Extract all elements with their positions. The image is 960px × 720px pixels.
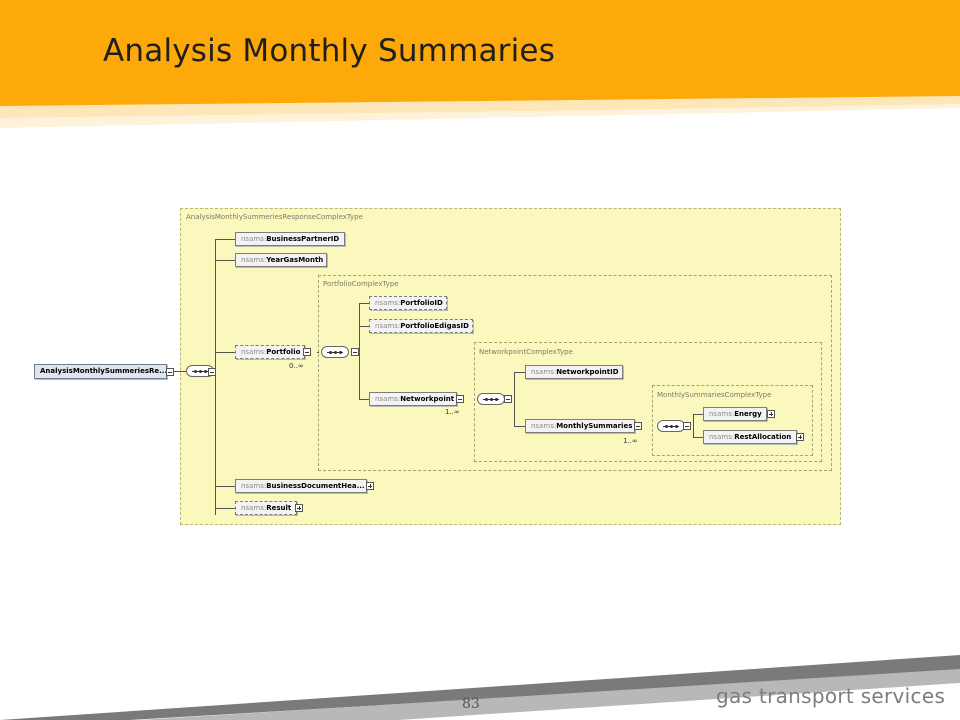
monthly-type-box: MonthlySummariesComplexType [652, 385, 813, 456]
slide-title: Analysis Monthly Summaries [103, 33, 556, 69]
element-name: NetworkpointID [556, 368, 619, 376]
element-result[interactable]: nsams:Result [235, 501, 297, 515]
namespace-prefix: nsams: [531, 368, 557, 376]
namespace-prefix: nsams: [709, 433, 735, 441]
connector [215, 352, 235, 353]
header-swoosh [0, 96, 960, 128]
expand-icon[interactable] [767, 410, 775, 418]
collapse-icon[interactable] [634, 422, 642, 430]
header-bar [0, 0, 960, 128]
connector [359, 303, 369, 304]
cardinality-portfolio: 0..∞ [289, 362, 304, 370]
sequence-compositor-icon [657, 420, 685, 432]
namespace-prefix: nsams: [375, 322, 401, 330]
collapse-icon[interactable] [351, 348, 359, 356]
connector [317, 352, 319, 353]
element-rest-allocation[interactable]: nsams:RestAllocation [703, 430, 797, 444]
element-name: MonthlySummaries [556, 422, 633, 430]
connector [215, 239, 235, 240]
collapse-icon[interactable] [504, 395, 512, 403]
portfolio-type-box: PortfolioComplexType [318, 275, 832, 471]
page-number: 83 [462, 696, 480, 712]
connector [693, 437, 703, 438]
collapse-icon[interactable] [208, 368, 216, 376]
namespace-prefix: nsams: [241, 504, 267, 512]
element-business-partner-id[interactable]: nsams:BusinessPartnerID [235, 232, 345, 246]
expand-icon[interactable] [796, 433, 804, 441]
connector [514, 426, 525, 427]
namespace-prefix: nsams: [531, 422, 557, 430]
element-name: BusinessDocumentHea... [266, 482, 365, 490]
connector [514, 372, 515, 427]
namespace-prefix: nsams: [709, 410, 735, 418]
element-portfolio[interactable]: nsams:Portfolio [235, 345, 305, 359]
collapse-icon[interactable] [683, 422, 691, 430]
footer-swoosh [0, 655, 960, 720]
connector [359, 303, 360, 400]
networkpoint-type-box: NetworkpointComplexType [474, 342, 822, 462]
element-networkpoint-id[interactable]: nsams:NetworkpointID [525, 365, 623, 379]
root-element[interactable]: AnalysisMonthlySummeriesRe... [34, 364, 167, 379]
element-name: PortfolioEdigasID [400, 322, 469, 330]
connector [174, 371, 186, 372]
element-name: Result [266, 504, 292, 512]
root-element-name: AnalysisMonthlySummeriesRe... [40, 367, 167, 375]
connector [693, 414, 694, 437]
collapse-icon[interactable] [456, 395, 464, 403]
element-energy[interactable]: nsams:Energy [703, 407, 767, 421]
namespace-prefix: nsams: [241, 348, 267, 356]
collapse-icon[interactable] [166, 368, 174, 376]
connector-trunk [215, 239, 216, 515]
namespace-prefix: nsams: [241, 256, 267, 264]
element-portfolio-id[interactable]: nsams:PortfolioID [369, 296, 447, 310]
connector [215, 486, 235, 487]
element-name: Networkpoint [400, 395, 455, 403]
element-name: Portfolio [266, 348, 301, 356]
schema-diagram: AnalysisMonthlySummeriesResponseComplexT… [180, 208, 841, 525]
namespace-prefix: nsams: [241, 482, 267, 490]
connector [215, 508, 235, 509]
namespace-prefix: nsams: [375, 299, 401, 307]
element-name: BusinessPartnerID [266, 235, 340, 243]
element-portfolio-edigas-id[interactable]: nsams:PortfolioEdigasID [369, 319, 473, 333]
networkpoint-type-label: NetworkpointComplexType [479, 348, 573, 356]
connector [693, 414, 703, 415]
sequence-compositor-icon [477, 393, 505, 405]
element-name: Energy [734, 410, 762, 418]
element-networkpoint[interactable]: nsams:Networkpoint [369, 392, 457, 406]
namespace-prefix: nsams: [241, 235, 267, 243]
namespace-prefix: nsams: [375, 395, 401, 403]
cardinality-monthly-summaries: 1..∞ [623, 437, 638, 445]
connector [359, 326, 369, 327]
cardinality-networkpoint: 1..∞ [445, 408, 460, 416]
element-name: YearGasMonth [266, 256, 324, 264]
expand-icon[interactable] [295, 504, 303, 512]
element-year-gas-month[interactable]: nsams:YearGasMonth [235, 253, 327, 267]
element-business-document-header[interactable]: nsams:BusinessDocumentHea... [235, 479, 367, 493]
brand-logo-text: gas transport services [716, 684, 946, 708]
sequence-compositor-icon [321, 346, 349, 358]
connector [215, 260, 235, 261]
portfolio-type-label: PortfolioComplexType [323, 280, 399, 288]
monthly-type-label: MonthlySummariesComplexType [657, 391, 772, 399]
connector [359, 399, 369, 400]
root-type-label: AnalysisMonthlySummeriesResponseComplexT… [186, 213, 363, 221]
connector [514, 372, 525, 373]
element-monthly-summaries[interactable]: nsams:MonthlySummaries [525, 419, 635, 433]
element-name: RestAllocation [734, 433, 792, 441]
element-name: PortfolioID [400, 299, 443, 307]
expand-icon[interactable] [366, 482, 374, 490]
collapse-icon[interactable] [303, 348, 311, 356]
